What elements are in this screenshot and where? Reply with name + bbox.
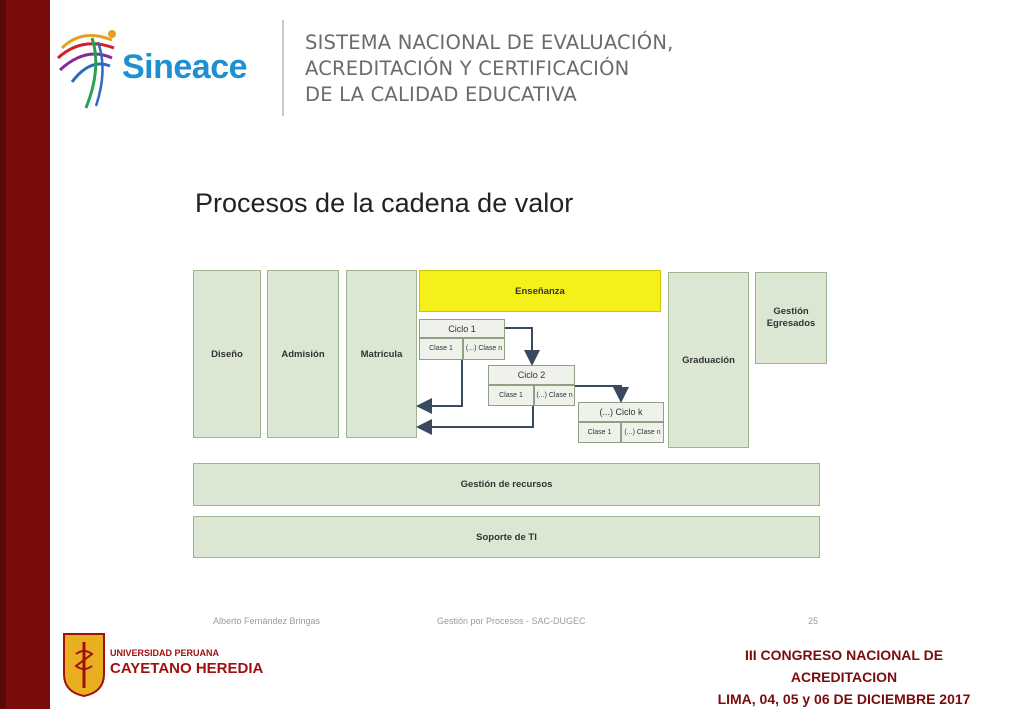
- left-sidebar-bar: [0, 0, 50, 709]
- box-matricula: Matrícula: [346, 270, 417, 438]
- arrow-ciclo2-back: [416, 406, 534, 435]
- brand-name: Sineace: [122, 48, 248, 86]
- ciclo1-clasen: (...) Clase n: [463, 338, 505, 360]
- box-soporte-ti: Soporte de TI: [193, 516, 820, 558]
- box-admision-label: Admisión: [281, 348, 325, 360]
- left-sidebar-edge: [0, 0, 6, 709]
- box-soporte-ti-label: Soporte de TI: [476, 531, 537, 543]
- ciclok-title: (...) Ciclo k: [578, 402, 664, 422]
- arrow-ciclo2-to-ciclok: [575, 385, 629, 403]
- ciclo2-clase1: Clase 1: [488, 385, 534, 406]
- box-ensenanza-label: Enseñanza: [515, 285, 565, 297]
- ciclok-clase1: Clase 1: [578, 422, 621, 443]
- ciclo2-title: Ciclo 2: [488, 365, 575, 385]
- header-title: SISTEMA NACIONAL DE EVALUACIÓN, ACREDITA…: [305, 30, 674, 108]
- footer-author: Alberto Fernández Bringas: [213, 616, 321, 626]
- header-line-2: ACREDITACIÓN Y CERTIFICACIÓN: [305, 57, 630, 80]
- university-shield-icon: [63, 633, 105, 698]
- header-line-3: DE LA CALIDAD EDUCATIVA: [305, 83, 577, 106]
- box-gestion-egresados: Gestión Egresados: [755, 272, 827, 364]
- box-graduacion-label: Graduación: [682, 354, 735, 366]
- footer-center: Gestión por Procesos - SAC-DUGEC: [437, 616, 586, 626]
- ciclok-clasen: (...) Clase n: [621, 422, 664, 443]
- box-gestion-egresados-label: Gestión Egresados: [766, 306, 816, 329]
- congress-line-3: LIMA, 04, 05 y 06 DE DICIEMBRE 2017: [717, 691, 971, 707]
- box-gestion-recursos: Gestión de recursos: [193, 463, 820, 506]
- slide-title: Procesos de la cadena de valor: [195, 188, 574, 218]
- box-diseno-label: Diseño: [211, 348, 243, 360]
- congress-line-2: ACREDITACION: [790, 669, 898, 685]
- ciclo1-title: Ciclo 1: [419, 319, 505, 338]
- header-line-1: SISTEMA NACIONAL DE EVALUACIÓN,: [305, 31, 674, 54]
- box-diseno: Diseño: [193, 270, 261, 438]
- header-divider: [282, 20, 284, 116]
- box-gestion-recursos-label: Gestión de recursos: [460, 479, 553, 490]
- footer-page-number: 25: [808, 616, 819, 626]
- ciclo1-clase1: Clase 1: [419, 338, 463, 360]
- box-matricula-label: Matrícula: [360, 348, 403, 360]
- arrow-ciclo1-to-ciclo2: [505, 327, 540, 366]
- sineace-logo: [56, 30, 116, 109]
- box-ensenanza: Enseñanza: [419, 270, 661, 312]
- congress-caption: III CONGRESO NACIONAL DE ACREDITACION LI…: [684, 644, 1004, 710]
- ciclo2-clasen: (...) Clase n: [534, 385, 575, 406]
- arrow-ciclo1-back: [416, 360, 463, 414]
- box-admision: Admisión: [267, 270, 339, 438]
- university-name-line-2: CAYETANO HEREDIA: [110, 660, 264, 677]
- box-graduacion: Graduación: [668, 272, 749, 448]
- university-name-line-1: UNIVERSIDAD PERUANA: [110, 648, 220, 658]
- congress-line-1: III CONGRESO NACIONAL DE: [744, 647, 944, 663]
